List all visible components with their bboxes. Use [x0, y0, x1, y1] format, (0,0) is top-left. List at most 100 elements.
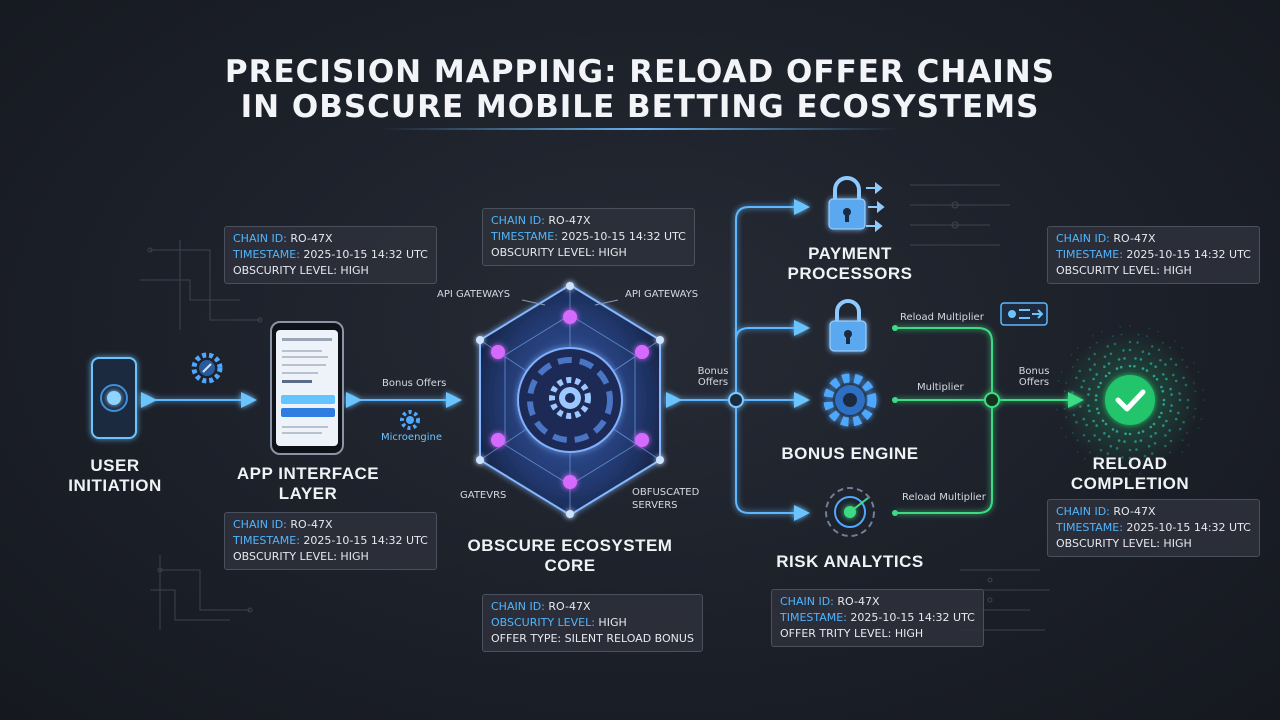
burst-particle: [1166, 463, 1168, 465]
burst-particle: [1122, 349, 1125, 352]
burst-particle: [1141, 367, 1145, 370]
burst-particle: [1137, 464, 1140, 467]
burst-particle: [1143, 454, 1147, 458]
connector-hub-risk: [735, 400, 810, 521]
burst-particle: [1087, 393, 1090, 396]
burst-particle: [1152, 422, 1156, 426]
burst-particle: [1071, 432, 1074, 434]
burst-particle: [1128, 364, 1132, 368]
info-box-core-bottom: CHAIN ID: RO-47X OBSCURITY LEVEL: HIGH O…: [482, 594, 703, 652]
node-label-user: USER INITIATION: [68, 456, 162, 495]
burst-particle: [1109, 444, 1113, 448]
burst-particle: [1128, 340, 1132, 344]
bonus-engine-gear-icon: [823, 373, 877, 427]
burst-particle: [1164, 363, 1167, 366]
burst-particle: [1128, 456, 1132, 460]
burst-particle: [1055, 408, 1058, 411]
burst-particle: [1082, 434, 1086, 437]
burst-particle: [1076, 451, 1079, 454]
burst-particle: [1134, 357, 1137, 360]
edge-label-multiplier: Multiplier: [917, 382, 964, 393]
burst-particle: [1178, 427, 1182, 431]
burst-particle: [1063, 390, 1066, 393]
burst-particle: [1128, 448, 1132, 452]
burst-particle: [1164, 444, 1167, 448]
burst-particle: [1135, 448, 1138, 451]
burst-particle: [1186, 366, 1189, 368]
core-nodes: [476, 282, 664, 518]
burst-particle: [1111, 428, 1115, 431]
burst-particle: [1172, 373, 1175, 377]
burst-particle: [1146, 462, 1148, 465]
burst-particle: [1120, 333, 1123, 336]
node-label-payment: PAYMENT PROCESSORS: [787, 244, 913, 283]
burst-particle: [1106, 345, 1110, 348]
burst-particle: [1103, 432, 1106, 435]
burst-particle: [1148, 327, 1151, 330]
burst-particle: [1129, 325, 1131, 327]
burst-particle: [1128, 348, 1132, 352]
burst-particle: [1149, 425, 1152, 429]
burst-particle: [1088, 409, 1091, 413]
burst-particle: [1137, 431, 1141, 435]
burst-particle: [1203, 399, 1205, 401]
burst-particle: [1088, 387, 1091, 391]
burst-particle: [1169, 409, 1172, 413]
burst-particle: [1093, 434, 1096, 437]
burst-particle: [1120, 464, 1123, 467]
burst-particle: [1187, 444, 1190, 446]
burst-particle: [1113, 342, 1117, 346]
burst-particle: [1115, 430, 1119, 433]
burst-particle: [1078, 369, 1082, 373]
secondary-lock-icon: [829, 299, 867, 352]
burst-particle: [1162, 398, 1166, 402]
burst-particle: [1092, 335, 1094, 337]
burst-particle: [1161, 389, 1165, 393]
edge-label-reload-multiplier-top: Reload Multiplier: [900, 312, 984, 323]
burst-particle: [1109, 470, 1112, 473]
burst-particle: [1178, 392, 1181, 395]
burst-particle: [1169, 439, 1173, 443]
burst-particle: [1153, 442, 1157, 445]
burst-particle: [1119, 325, 1122, 328]
burst-particle: [1200, 418, 1203, 421]
payment-lock-icon: [828, 176, 885, 233]
burst-particle: [1136, 341, 1139, 344]
connector-lock2-merge: [895, 327, 993, 400]
connector-risk-merge: [895, 400, 993, 514]
info-box-core-top: CHAIN ID: RO-47X TIMESTAME: 2025-10-15 1…: [482, 208, 695, 266]
burst-particle: [1065, 416, 1068, 418]
burst-particle: [1095, 394, 1098, 397]
burst-particle: [1169, 451, 1172, 454]
burst-particle: [1193, 362, 1195, 364]
burst-particle: [1076, 358, 1079, 361]
burst-particle: [1099, 381, 1102, 385]
node-label-reload: RELOAD COMPLETION: [1070, 454, 1190, 493]
burst-particle: [1158, 415, 1161, 419]
burst-particle: [1119, 365, 1123, 369]
burst-particle: [1085, 423, 1088, 427]
core-gear-icon: [549, 377, 591, 419]
burst-particle: [1162, 373, 1165, 376]
burst-particle: [1181, 346, 1184, 349]
burst-particle: [1165, 377, 1168, 381]
core-label-gateways: GATEVRS: [460, 490, 507, 501]
burst-particle: [1162, 403, 1165, 406]
burst-particle: [1095, 424, 1098, 427]
info-box-reload-bottom: CHAIN ID: RO-47X TIMESTAME: 2025-10-15 1…: [1047, 499, 1260, 557]
burst-particle: [1174, 340, 1176, 343]
node-label-risk: RISK ANALYTICS: [776, 552, 924, 571]
burst-particle: [1112, 335, 1114, 338]
burst-particle: [1093, 352, 1096, 356]
edge-label-microengine: Microengine: [381, 432, 443, 443]
burst-particle: [1174, 363, 1178, 367]
burst-particle: [1197, 427, 1200, 430]
title-divider: [380, 128, 900, 130]
burst-particle: [1186, 398, 1190, 402]
burst-particle: [1098, 438, 1101, 442]
burst-particle: [1169, 387, 1172, 391]
burst-particle: [1075, 420, 1078, 424]
burst-particle: [1177, 411, 1180, 415]
burst-particle: [1108, 371, 1111, 375]
